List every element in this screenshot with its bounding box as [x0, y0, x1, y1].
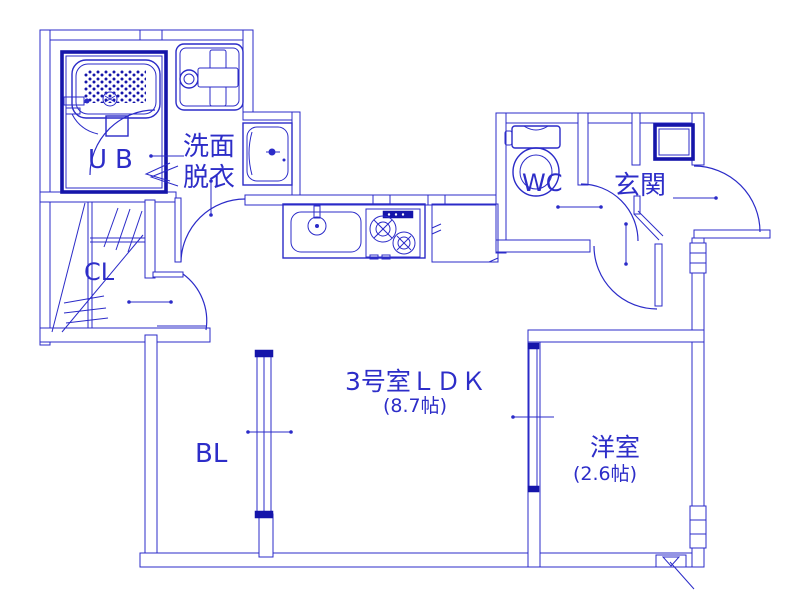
label-ldk-size: (8.7帖) — [383, 395, 447, 417]
hall-doors — [152, 197, 246, 331]
label-ub: UB — [88, 145, 141, 175]
cl-hatching — [51, 202, 144, 333]
wc-door-arc — [580, 183, 639, 242]
walls — [39, 29, 771, 568]
label-balcony: BL — [195, 439, 228, 469]
label-genkan: 玄関 — [614, 171, 666, 201]
shoe-cabinet — [653, 123, 695, 161]
room-genkan — [593, 123, 761, 310]
entrance-door-arc — [693, 165, 761, 233]
label-western-room: 洋室 — [590, 433, 640, 462]
hall-door-arc — [593, 245, 658, 310]
bath-faucet — [63, 96, 99, 135]
washing-machine-pan — [175, 43, 244, 111]
label-western-room-size: (2.6帖) — [573, 463, 637, 485]
ub-door-arc — [89, 109, 156, 176]
bathtub — [71, 59, 161, 119]
label-washroom-line1: 洗面 — [183, 132, 235, 162]
ub-door-chevron-icon — [144, 162, 179, 187]
leader-marks — [127, 154, 718, 434]
gas-stove — [365, 208, 421, 260]
kitchen-sink — [290, 205, 362, 253]
bath-counter — [105, 115, 129, 137]
vent — [655, 554, 695, 590]
label-wc: WC — [522, 169, 563, 197]
toilet — [504, 125, 561, 197]
washroom-door-leaf — [174, 197, 182, 263]
label-washroom-line2: 脱衣 — [183, 163, 235, 193]
washbasin — [242, 122, 293, 186]
kitchen-counter — [282, 203, 426, 260]
corridor-door-arc — [182, 273, 208, 331]
washroom-door-arc — [180, 198, 246, 263]
room-labels: UB 洗面 脱衣 CL WC 玄関 3号室ＬＤＫ (8.7帖) 洋室 (2.6帖… — [84, 132, 666, 485]
hall-door-leaf — [654, 243, 663, 307]
label-cl: CL — [84, 258, 115, 286]
refrigerator-space — [431, 203, 499, 263]
corridor-door-leaf — [152, 271, 184, 278]
windows — [254, 242, 707, 549]
label-ldk: 3号室ＬＤＫ — [345, 367, 486, 396]
room-wc — [504, 125, 639, 242]
room-ub — [60, 50, 179, 194]
